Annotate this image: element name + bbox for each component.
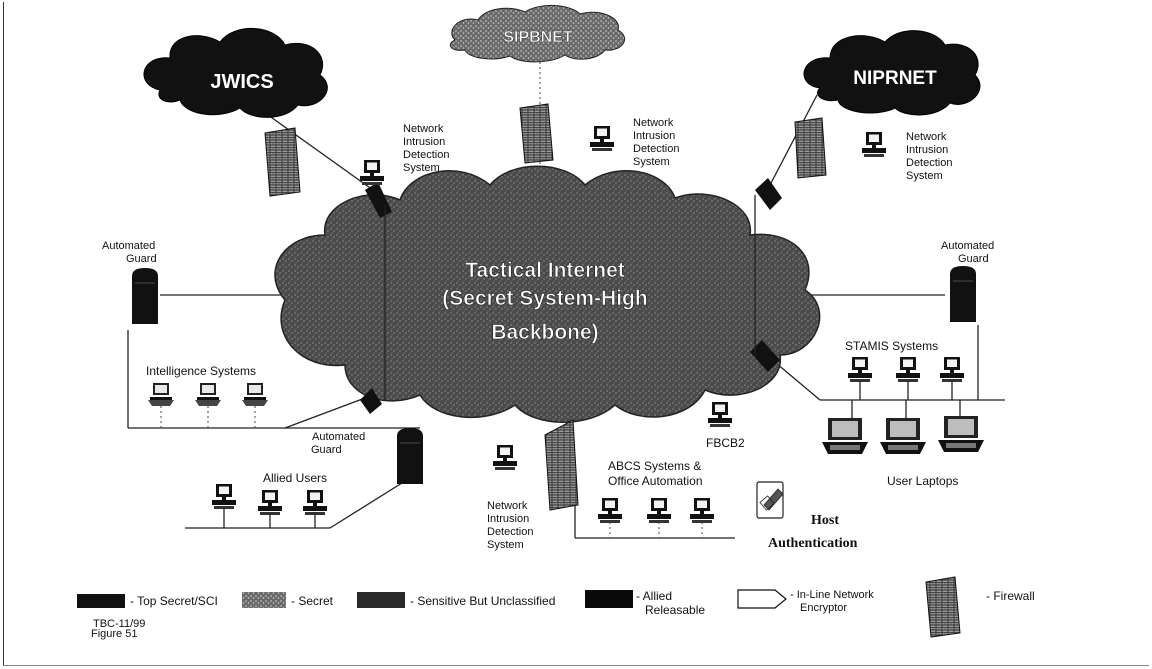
figure-number: Figure 51	[91, 628, 137, 640]
legend-secret: - Secret	[291, 594, 334, 608]
svg-text:Detection: Detection	[487, 526, 533, 538]
host-auth-label-2: Authentication	[768, 536, 858, 551]
sipbnet-label: SIPBNET	[503, 29, 573, 46]
legend: - Top Secret/SCI - Secret - Sensitive Bu…	[77, 576, 1035, 638]
allied-computer-1	[212, 484, 236, 509]
svg-text:Network: Network	[487, 500, 528, 512]
niprnet-label: NIPRNET	[853, 68, 937, 89]
svg-text:Detection: Detection	[403, 149, 449, 161]
intelligence-systems-label: Intelligence Systems	[146, 364, 256, 378]
legend-allied-2: Releasable	[645, 603, 705, 617]
firewall-jwics	[264, 127, 301, 197]
nids-computer-bottom	[493, 445, 517, 470]
figure-frame	[3, 2, 1149, 666]
abcs-computer-3	[690, 498, 714, 523]
legend-top-secret: - Top Secret/SCI	[130, 594, 218, 608]
stamis-computer-1	[848, 357, 872, 382]
svg-text:Intrusion: Intrusion	[403, 136, 445, 148]
firewall-sipbnet	[519, 103, 554, 164]
abcs-computer-2	[647, 498, 671, 523]
legend-firewall: - Firewall	[986, 589, 1035, 603]
firewall-bottom	[544, 419, 579, 511]
user-laptop-2	[880, 418, 926, 454]
nids-label-bottom: Network Intrusion Detection System	[487, 500, 533, 551]
legend-encryptor-1: - In-Line Network	[790, 589, 874, 601]
abcs-label-2: Office Automation	[608, 474, 703, 488]
allied-users-label: Allied Users	[263, 471, 327, 485]
svg-text:Network: Network	[403, 123, 444, 135]
svg-text:System: System	[906, 170, 943, 182]
svg-text:Network: Network	[633, 117, 674, 129]
doc-id: TBC-11/99	[93, 618, 145, 630]
legend-encryptor-icon	[737, 589, 787, 609]
guard-label-right: Automated Guard	[941, 240, 994, 265]
automated-guard-bottom	[397, 428, 423, 484]
svg-text:Network: Network	[906, 131, 947, 143]
user-laptop-3	[938, 416, 984, 452]
connection-lines	[127, 42, 1005, 539]
svg-text:Automated: Automated	[312, 431, 365, 443]
svg-text:Intrusion: Intrusion	[906, 144, 948, 156]
tactical-internet-cloud: Tactical Internet (Secret System-High Ba…	[274, 165, 821, 423]
nids-label-niprnet: Network Intrusion Detection System	[906, 131, 952, 182]
svg-text:Automated: Automated	[102, 240, 155, 252]
nids-computer-sipbnet	[590, 126, 614, 151]
stamis-computer-3	[940, 357, 964, 382]
fbcb2-label: FBCB2	[706, 436, 745, 450]
automated-guard-right	[950, 266, 976, 322]
stamis-systems-label: STAMIS Systems	[845, 339, 938, 353]
guard-label-left: Automated Guard	[102, 240, 157, 265]
legend-allied-1: - Allied	[636, 589, 672, 603]
svg-text:System: System	[403, 162, 440, 174]
automated-guard-left	[132, 268, 158, 324]
intel-workstation-1	[148, 383, 174, 406]
encryptor-niprnet	[755, 178, 782, 210]
user-laptops-label: User Laptops	[887, 474, 958, 488]
intel-workstation-2	[195, 383, 221, 406]
svg-text:System: System	[487, 539, 524, 551]
nids-label-jwics: Network Intrusion Detection System	[403, 123, 449, 174]
stamis-computer-2	[896, 357, 920, 382]
tactical-internet-title-2: (Secret System-High	[442, 287, 647, 310]
svg-text:Guard: Guard	[126, 253, 157, 265]
user-laptop-1	[822, 418, 868, 454]
tactical-internet-title-1: Tactical Internet	[465, 259, 625, 282]
nids-computer-niprnet	[862, 132, 886, 157]
svg-text:Intrusion: Intrusion	[633, 130, 675, 142]
jwics-label: JWICS	[210, 71, 273, 93]
nids-computer-jwics	[360, 160, 384, 185]
svg-text:Automated: Automated	[941, 240, 994, 252]
legend-firewall-icon	[925, 576, 961, 638]
svg-text:Guard: Guard	[958, 253, 989, 265]
svg-text:Detection: Detection	[906, 157, 952, 169]
host-auth-label-1: Host	[811, 513, 839, 528]
allied-computer-2	[258, 490, 282, 515]
tactical-internet-title-3: Backbone)	[491, 321, 598, 344]
svg-text:System: System	[633, 156, 670, 168]
legend-swatch-sbu	[357, 592, 405, 608]
guard-label-bottom: Automated Guard	[311, 431, 365, 456]
encryptor-niprnet-lower	[750, 340, 780, 372]
legend-sbu: - Sensitive But Unclassified	[410, 594, 555, 608]
encryptor-left-lower	[360, 388, 382, 414]
allied-computer-3	[303, 490, 327, 515]
jwics-cloud: JWICS	[143, 28, 328, 118]
legend-swatch-allied	[585, 590, 633, 608]
legend-swatch-top-secret	[77, 594, 125, 608]
svg-text:Intrusion: Intrusion	[487, 513, 529, 525]
niprnet-cloud: NIPRNET	[803, 30, 981, 116]
nids-label-sipbnet: Network Intrusion Detection System	[633, 117, 679, 168]
sipbnet-cloud: SIPBNET	[449, 5, 626, 63]
intel-workstation-3	[242, 383, 268, 406]
svg-text:Detection: Detection	[633, 143, 679, 155]
host-authentication-icon	[756, 481, 784, 519]
fbcb2-computer	[708, 402, 732, 427]
legend-swatch-secret	[242, 592, 286, 608]
abcs-label-1: ABCS Systems &	[608, 459, 701, 473]
abcs-computer-1	[598, 498, 622, 523]
svg-text:Guard: Guard	[311, 444, 342, 456]
legend-encryptor-2: Encryptor	[800, 602, 847, 614]
firewall-niprnet	[794, 117, 827, 179]
